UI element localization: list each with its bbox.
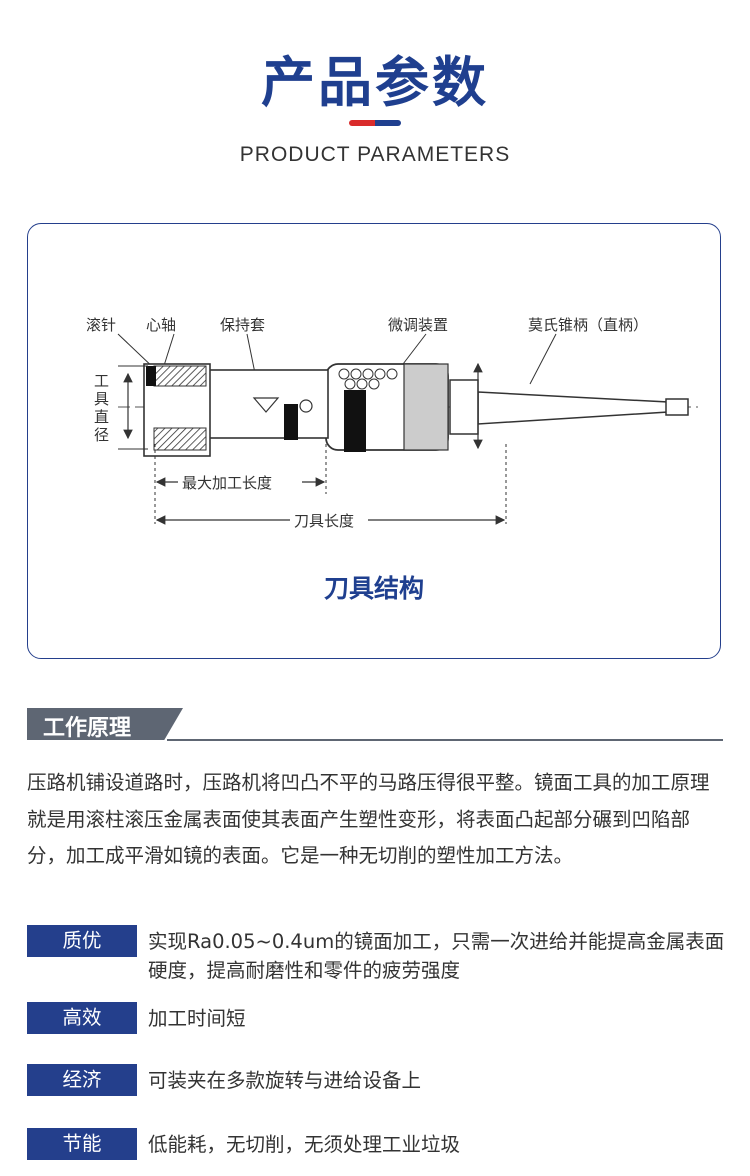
section-heading-working-principle: 工作原理 [27,708,723,742]
label-tool-length: 刀具长度 [294,512,354,530]
tool-structure-diagram: 滚针 心轴 保持套 微调装置 莫氏锥柄（直柄） 最大加工长度 刀具长度 工 具 … [86,316,698,532]
working-principle-text: 压路机铺设道路时，压路机将凹凸不平的马路压得很平整。镜面工具的加工原理就是用滚柱… [27,771,710,867]
label-fine-adjust: 微调装置 [388,316,448,334]
label-diameter-3: 直 [94,408,109,426]
label-diameter-4: 径 [94,426,109,444]
feature-desc: 实现Ra0.05~0.4um的镜面加工，只需一次进给并能提高金属表面硬度，提高耐… [148,930,725,982]
feature-label: 高效 [27,1002,137,1034]
label-mandrel: 心轴 [146,316,176,334]
page-title: 产品参数 [261,51,489,114]
section-title: 工作原理 [43,716,132,741]
feature-desc: 低能耗，无切削，无须处理工业垃圾 [148,1133,461,1156]
label-diameter-2: 具 [94,390,109,408]
label-morse-taper: 莫氏锥柄（直柄） [528,316,648,334]
section-tab: 工作原理 [27,708,183,740]
label-retainer: 保持套 [220,316,265,334]
feature-desc: 可装夹在多款旋转与进给设备上 [148,1069,422,1092]
diagram-caption: 刀具结构 [323,574,424,603]
tool-structure-panel: 滚针 心轴 保持套 微调装置 莫氏锥柄（直柄） 最大加工长度 刀具长度 工 具 … [27,223,721,659]
label-max-length: 最大加工长度 [182,474,272,492]
label-diameter-1: 工 [94,372,109,390]
accent-blue [375,120,401,126]
feature-label: 节能 [27,1128,137,1160]
label-roller-pin: 滚针 [86,316,116,334]
title-accent-bar [349,120,401,126]
page-subtitle: PRODUCT PARAMETERS [239,143,511,166]
section-divider [167,739,723,741]
feature-desc: 加工时间短 [148,1007,246,1030]
accent-red [349,120,375,126]
feature-label: 质优 [27,925,137,957]
feature-label: 经济 [27,1064,137,1096]
